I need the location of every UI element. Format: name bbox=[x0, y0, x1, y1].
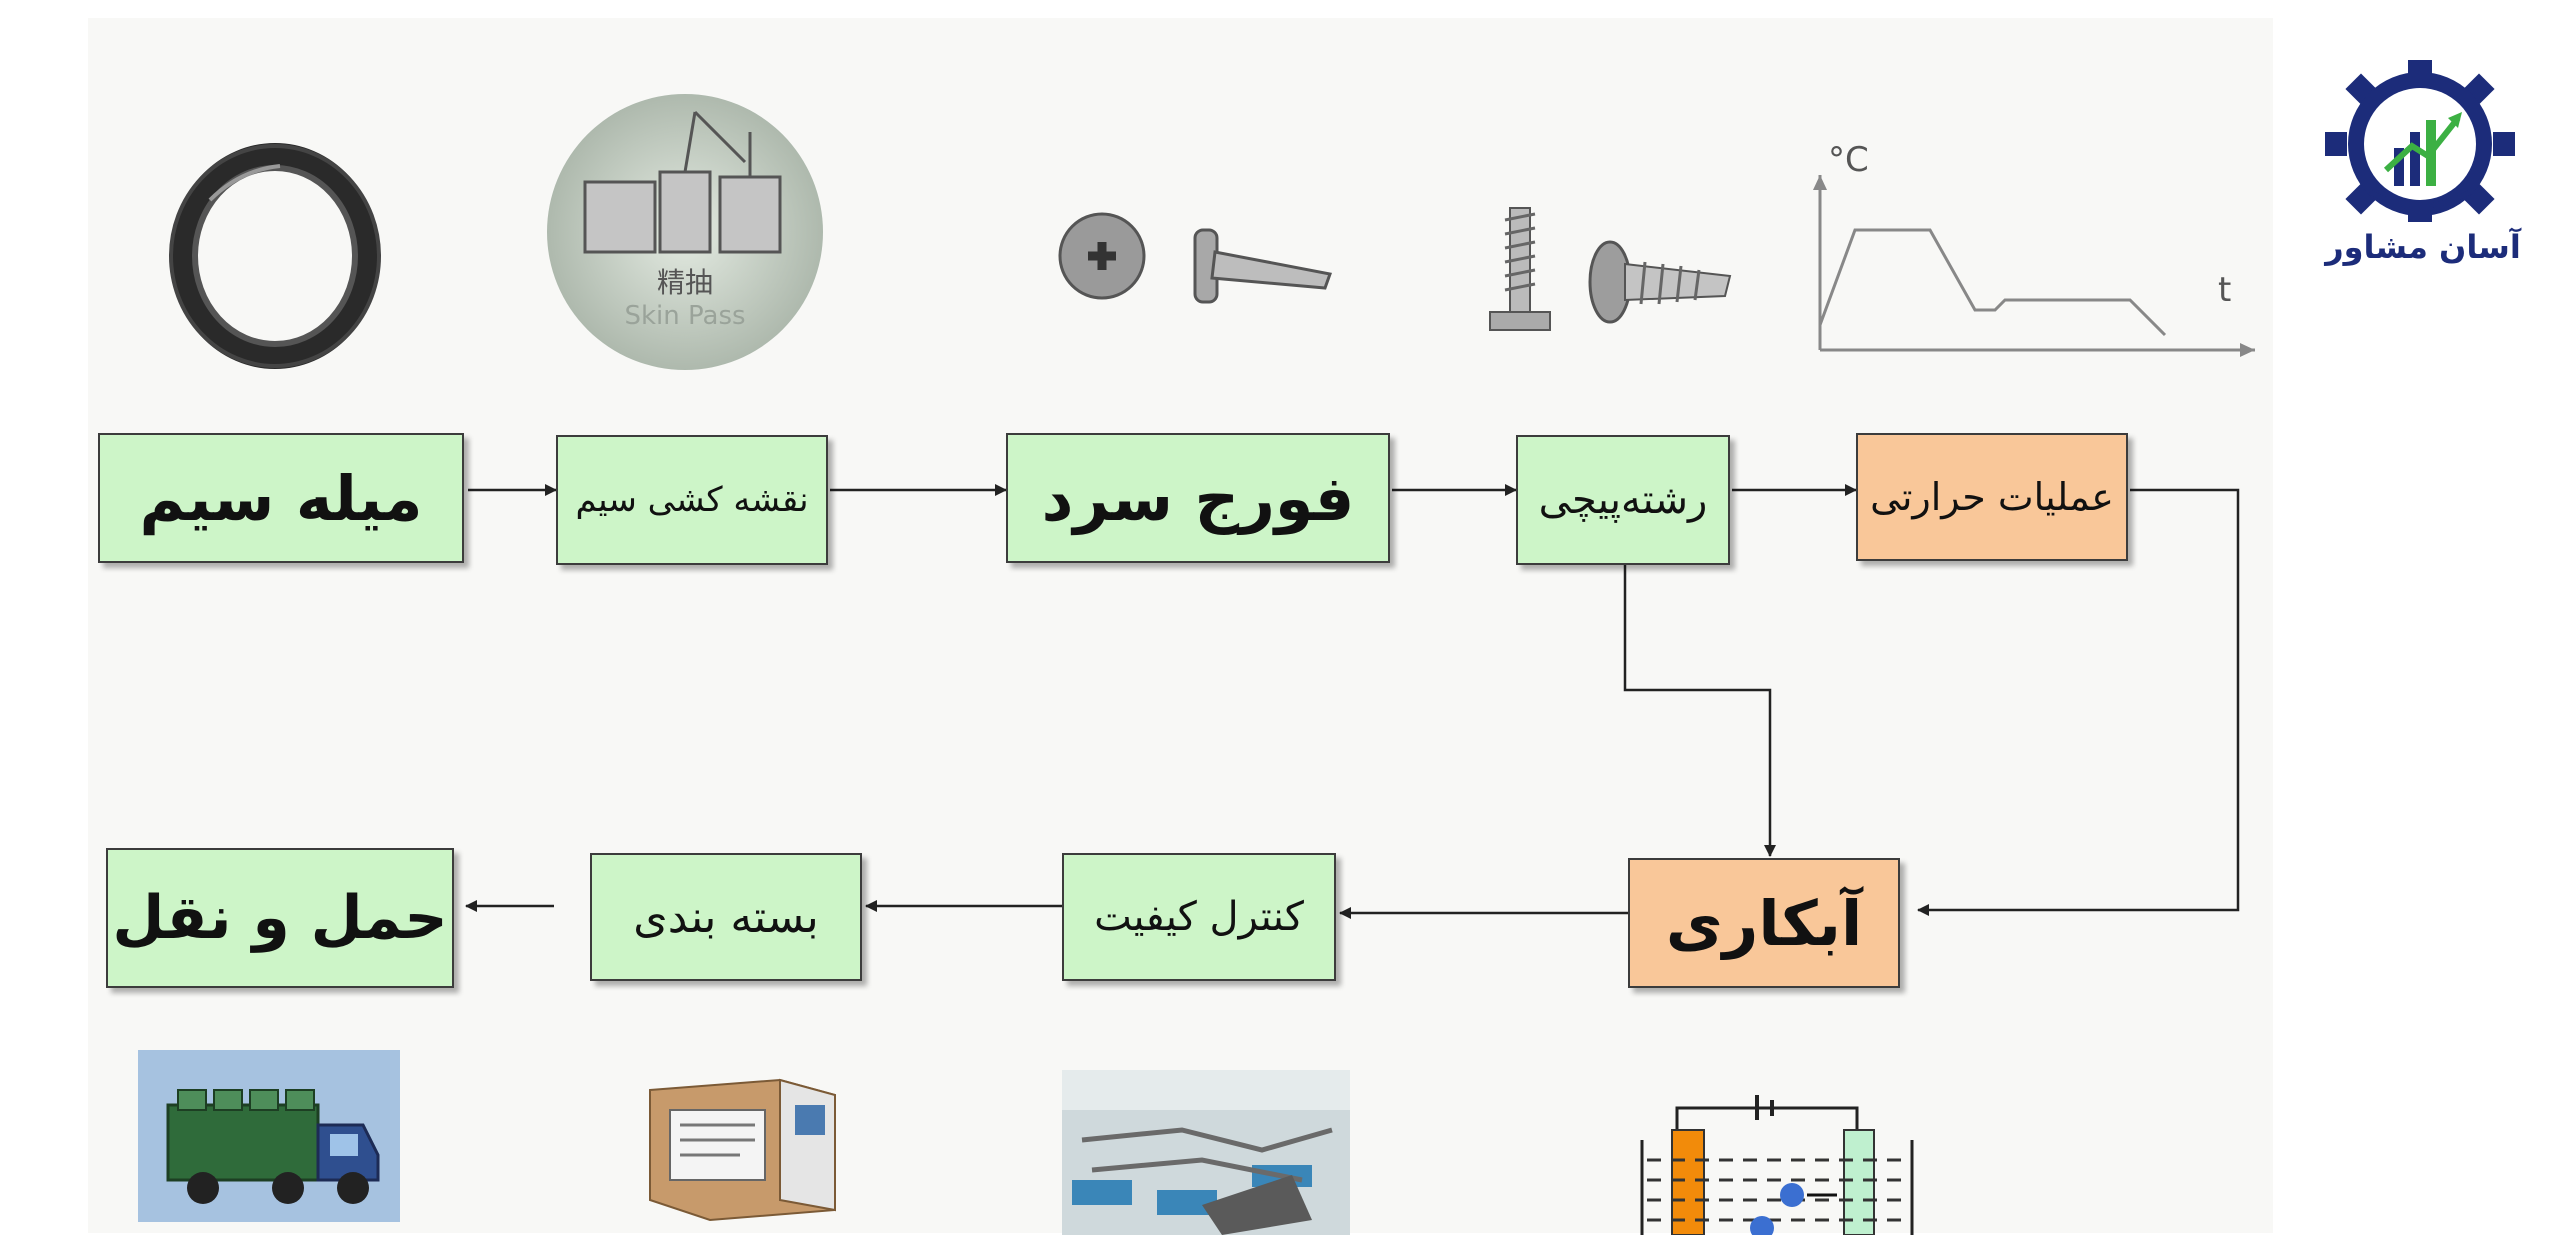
step-quality-control: کنترل کیفیت bbox=[1062, 853, 1336, 981]
skin-pass-machine-image: 精抽 Skin Pass bbox=[547, 94, 823, 370]
step-wire-drawing: نقشه کشی سیم bbox=[556, 435, 828, 565]
electroplating-cell-image bbox=[1640, 1095, 1914, 1235]
step-cold-forging: فورج سرد bbox=[1006, 433, 1390, 563]
company-logo-gear-icon bbox=[2325, 60, 2515, 222]
wire-coil-image bbox=[169, 143, 381, 369]
step-heat-treatment: عملیات حرارتی bbox=[1856, 433, 2128, 561]
heat-treatment-graph bbox=[1813, 175, 2255, 357]
quality-control-line-image bbox=[1062, 1070, 1350, 1235]
package-box-image bbox=[649, 1078, 836, 1222]
company-logo-text: آسان مشاور bbox=[2325, 228, 2521, 266]
step-packaging: بسته بندی bbox=[590, 853, 862, 981]
time-axis-label: t bbox=[2218, 270, 2232, 310]
skin-pass-cn-label: 精抽 bbox=[657, 266, 713, 299]
screw-head-image bbox=[1058, 212, 1333, 304]
arrow-heat-to-plating bbox=[1917, 488, 2240, 916]
diagram-panel bbox=[88, 18, 2273, 1233]
transport-truck-image bbox=[138, 1050, 400, 1222]
step-plating: آبکاری bbox=[1628, 858, 1900, 988]
step-transport: حمل و نقل bbox=[106, 848, 454, 988]
step-threading: رشته‌پیچی bbox=[1516, 435, 1730, 565]
skin-pass-en-label: Skin Pass bbox=[624, 301, 745, 331]
step-wire-rod: میله سیم bbox=[98, 433, 464, 563]
arrow-threading-to-plating bbox=[1623, 565, 1776, 857]
temperature-unit-label: °C bbox=[1828, 140, 1869, 180]
threaded-screws-image bbox=[1489, 207, 1732, 331]
